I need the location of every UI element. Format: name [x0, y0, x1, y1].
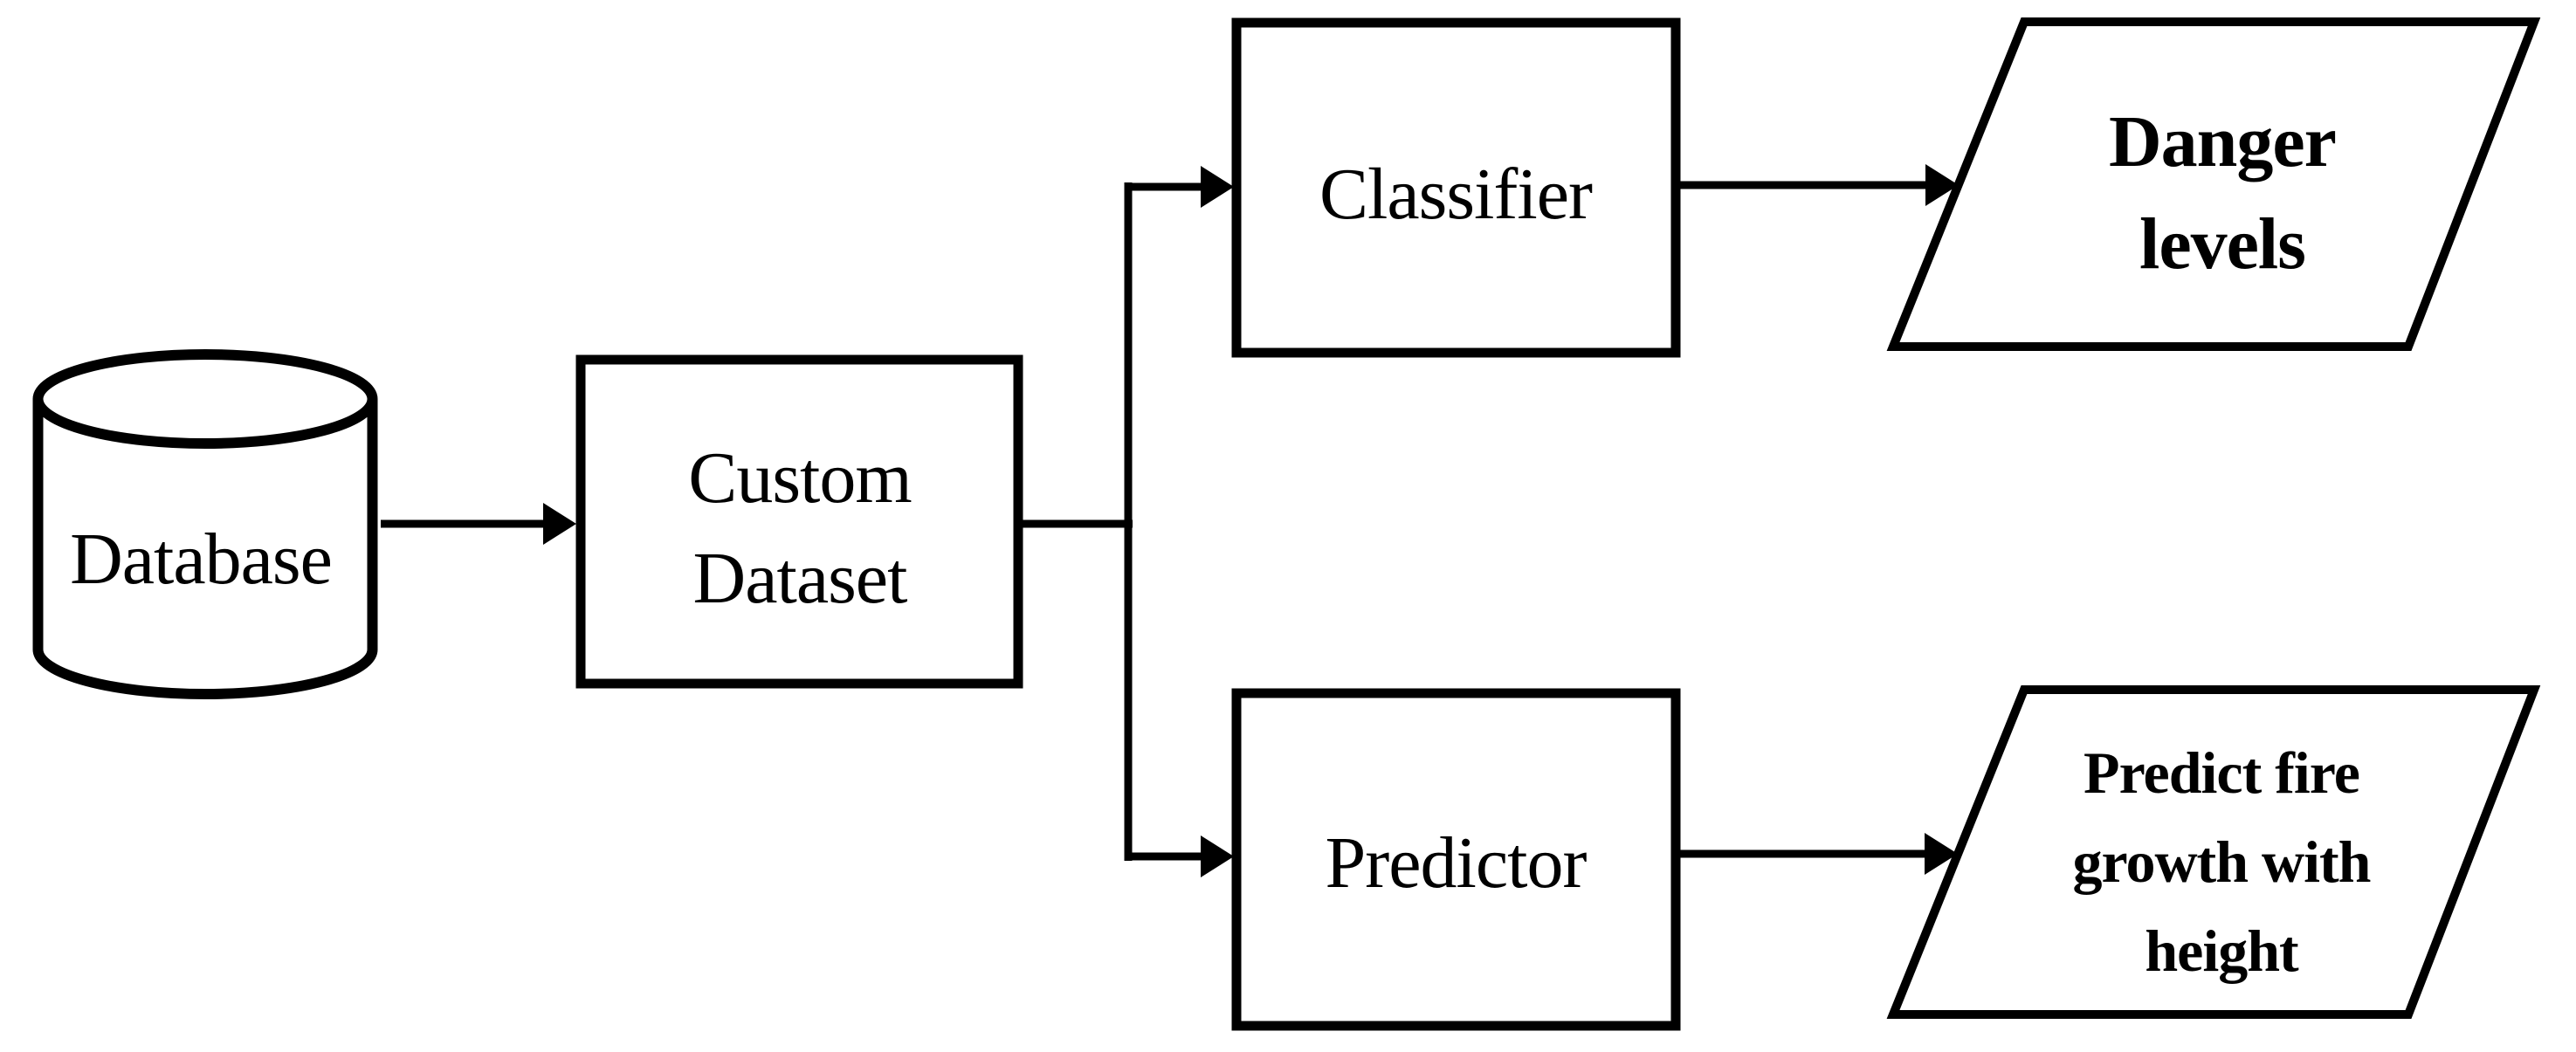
- arrowhead-icon: [1201, 166, 1234, 208]
- classifier-box: [1231, 17, 1681, 358]
- predict-fire-label-line1: Predict fire: [2084, 739, 2359, 806]
- predict-fire-label-line3: height: [2145, 918, 2299, 984]
- node-custom-dataset: Custom Dataset: [575, 354, 1023, 689]
- branch-dataset-to-classifier-and-predictor: [1018, 166, 1234, 877]
- custom-dataset-box: [575, 354, 1023, 689]
- arrowhead-icon: [543, 503, 576, 545]
- database-label: Database: [70, 519, 332, 600]
- predictor-box: [1231, 688, 1681, 1031]
- predict-fire-label-line2: growth with: [2073, 829, 2371, 895]
- node-danger-levels: Danger levels: [1886, 17, 2541, 351]
- arrowhead-icon: [1201, 835, 1234, 877]
- node-classifier: Classifier: [1231, 17, 1681, 358]
- node-predictor: Predictor: [1231, 688, 1681, 1031]
- danger-levels-parallelogram: [1886, 17, 2541, 351]
- custom-dataset-label-line1: Custom: [688, 437, 912, 519]
- database-cylinder-body: [32, 399, 378, 699]
- arrow-database-to-dataset: [381, 503, 576, 545]
- classifier-label: Classifier: [1319, 154, 1593, 235]
- predict-fire-parallelogram: [1886, 685, 2541, 1019]
- custom-dataset-label-line2: Dataset: [693, 538, 908, 619]
- database-cylinder-top: [32, 349, 378, 449]
- node-database: Database: [32, 349, 378, 699]
- arrow-classifier-to-danger-levels: [1677, 164, 1959, 206]
- arrow-predictor-to-predict-fire: [1677, 833, 1958, 875]
- danger-levels-label-line1: Danger: [2109, 101, 2336, 182]
- arrowhead-icon: [1925, 833, 1958, 875]
- predictor-label: Predictor: [1326, 822, 1588, 904]
- danger-levels-label-line2: levels: [2139, 203, 2305, 285]
- arrowhead-icon: [1925, 164, 1959, 206]
- node-predict-fire-growth: Predict fire growth with height: [1886, 685, 2541, 1019]
